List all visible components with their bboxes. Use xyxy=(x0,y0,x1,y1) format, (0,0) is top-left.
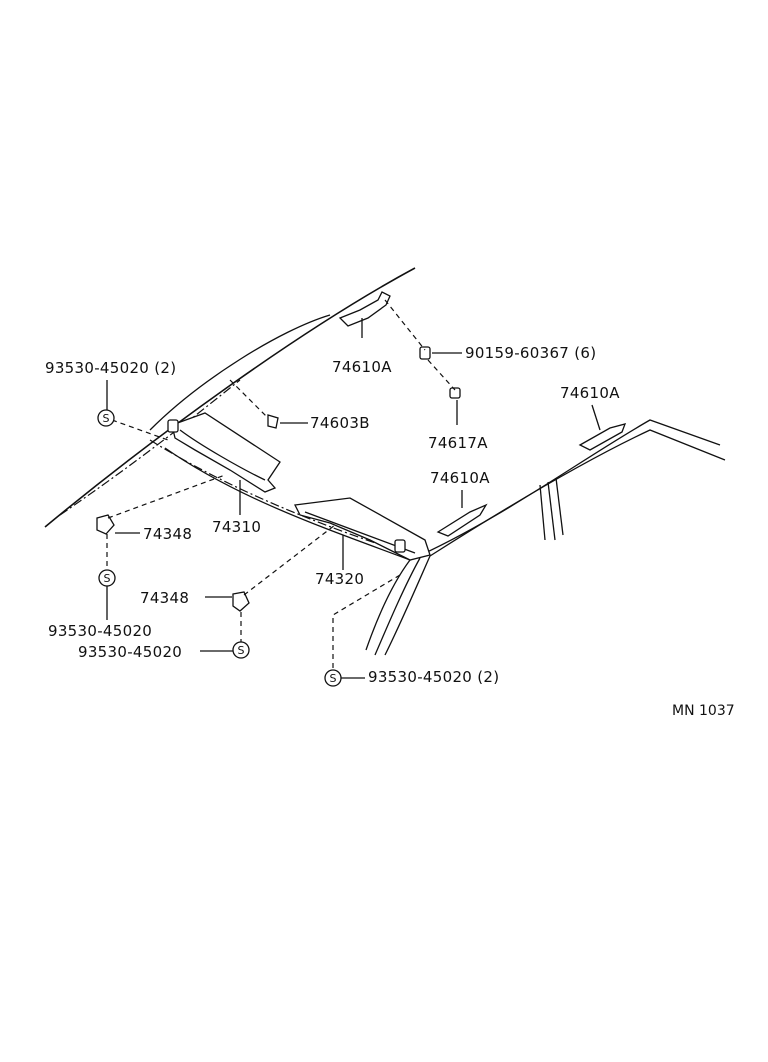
sun-visor-left xyxy=(167,412,281,493)
visor-bracket-mid xyxy=(436,490,488,537)
holder-74348-left xyxy=(96,514,140,535)
label-screw-left: 93530-45020 xyxy=(48,622,152,640)
label-screw-right-2: 93530-45020 (2) xyxy=(368,668,499,686)
svg-text:S: S xyxy=(103,412,110,425)
label-screw-mid: 93530-45020 xyxy=(78,643,182,661)
screw-symbol-left-top: S xyxy=(97,409,115,427)
holder-74603b xyxy=(267,414,308,429)
sun-visor-right xyxy=(294,497,431,561)
label-clip-a: 74617A xyxy=(428,434,488,452)
screw-90159 xyxy=(419,346,462,360)
label-holder-left: 74348 xyxy=(143,525,192,543)
label-screw-left-2: 93530-45020 (2) xyxy=(45,359,176,377)
screw-symbol-left-bottom: S xyxy=(98,569,116,587)
leader-lines xyxy=(106,380,365,679)
svg-text:S: S xyxy=(330,672,337,685)
svg-text:S: S xyxy=(238,644,245,657)
label-visor-left: 74310 xyxy=(212,518,261,536)
figure-code: MN 1037 xyxy=(672,703,735,719)
label-holder-b: 74603B xyxy=(310,414,370,432)
label-holder-right: 74348 xyxy=(140,589,189,607)
visor-bracket-top xyxy=(338,291,391,338)
assembly-lines xyxy=(106,299,456,668)
visor-bracket-right xyxy=(578,404,627,451)
holder-74348-right xyxy=(205,591,250,612)
screw-symbol-right: S xyxy=(324,669,342,687)
label-visor-right: 74320 xyxy=(315,570,364,588)
label-visor-bracket-mid: 74610A xyxy=(430,469,490,487)
label-screw-6: 90159-60367 (6) xyxy=(465,344,596,362)
svg-text:S: S xyxy=(104,572,111,585)
roof-outline xyxy=(44,267,726,656)
clip-74617a xyxy=(449,387,461,425)
label-visor-bracket-top: 74610A xyxy=(332,358,392,376)
label-visor-bracket-right: 74610A xyxy=(560,384,620,402)
screw-symbol-mid: S xyxy=(232,641,250,659)
